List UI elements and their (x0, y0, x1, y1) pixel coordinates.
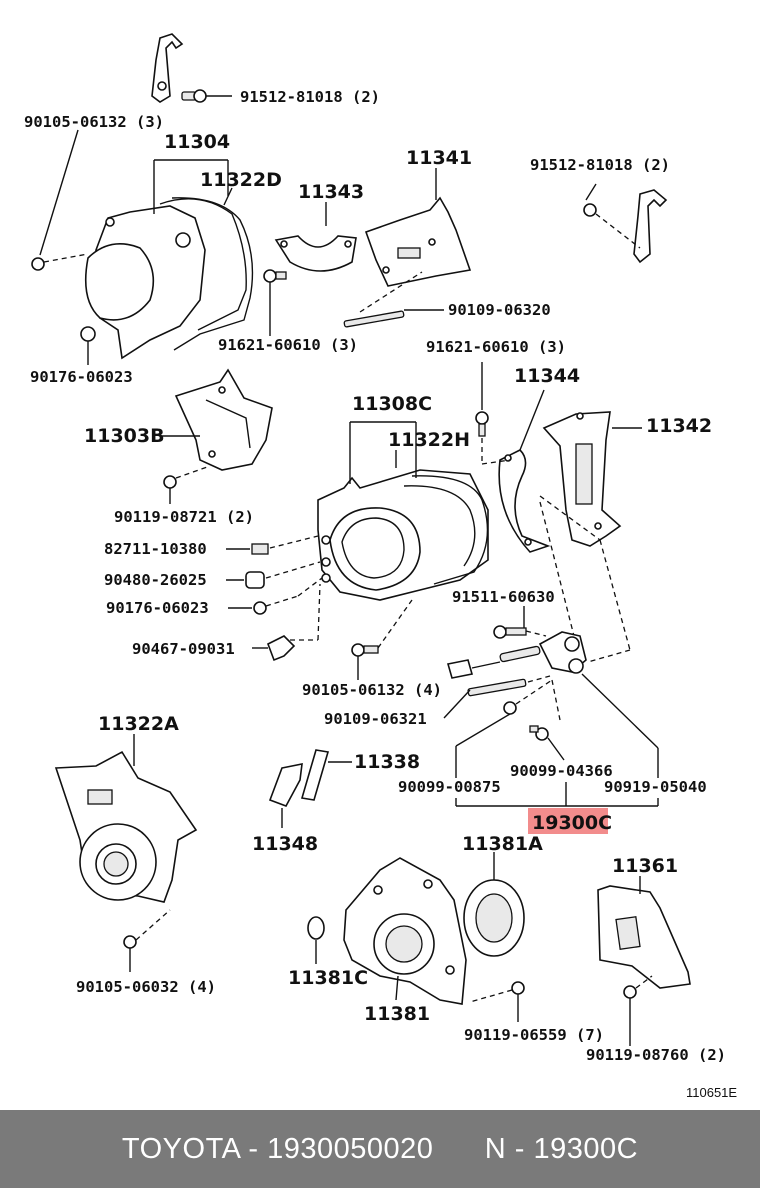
parts-diagram: 91512-81018 (2) 90105-06132 (3) 11304 11… (24, 33, 737, 1100)
clip-82711-10380 (226, 535, 319, 555)
bolt-91511-60630 (493, 606, 547, 639)
oring-11381C (307, 916, 325, 940)
bolt-90119-08721 (163, 465, 211, 504)
bracket-11342 (542, 411, 622, 547)
bolt-90105-06132-a (31, 253, 89, 271)
label-91621-60610-b: 91621-60610 (3) (426, 338, 566, 356)
label-90109-06320: 90109-06320 (448, 301, 551, 319)
label-11303B: 11303B (84, 425, 165, 447)
label-11322H: 11322H (388, 429, 470, 451)
label-11341: 11341 (406, 147, 472, 169)
label-11361: 11361 (612, 855, 678, 877)
grommet-90480-26025 (226, 561, 321, 589)
timing-cover-11308C (317, 469, 489, 601)
bolt-91512-81018-b (583, 203, 641, 249)
label-90099-00875: 90099-00875 (398, 778, 501, 796)
label-90119-08760: 90119-08760 (2) (586, 1046, 726, 1064)
bolt-90105-06132-b (351, 599, 413, 680)
bolt-90105-06032 (123, 909, 171, 972)
bolt-90119-06559 (469, 981, 525, 1022)
label-91511-60630: 91511-60630 (452, 588, 555, 606)
clip-90467-09031 (252, 583, 321, 662)
label-11338: 11338 (354, 751, 420, 773)
hanger-bracket-top (151, 33, 184, 103)
cover-11303B (174, 368, 273, 471)
label-90176-06023-b: 90176-06023 (106, 599, 209, 617)
label-90119-08721: 90119-08721 (2) (114, 508, 254, 526)
bracket-11341 (364, 196, 472, 287)
label-11344: 11344 (514, 365, 580, 387)
bolt-90099-04366 (529, 725, 565, 761)
bolt-90119-08760 (623, 975, 653, 1046)
nut-90176-06023-a (80, 326, 96, 342)
label-91512-81018-a: 91512-81018 (2) (240, 88, 380, 106)
label-90467-09031: 90467-09031 (132, 640, 235, 658)
label-11342: 11342 (646, 415, 712, 437)
label-11308C: 11308C (352, 393, 432, 415)
footer-bar: TOYOTA - 1930050020 N - 19300C (0, 1110, 760, 1188)
label-11381C: 11381C (288, 967, 368, 989)
label-90105-06032: 90105-06032 (4) (76, 978, 216, 996)
label-90119-06559: 90119-06559 (7) (464, 1026, 604, 1044)
label-91621-60610-a: 91621-60610 (3) (218, 336, 358, 354)
label-90105-06132-3: 90105-06132 (3) (24, 113, 164, 131)
plate-11322A (54, 750, 198, 903)
label-90480-26025: 90480-26025 (104, 571, 207, 589)
bolt-90099-00875 (503, 679, 561, 721)
bolt-90109-06321 (443, 675, 551, 719)
housing-11381 (343, 857, 467, 1005)
plate-11361 (597, 885, 691, 989)
bracket-right-top (633, 189, 668, 264)
gasket-11322D (171, 197, 254, 351)
label-90099-04366: 90099-04366 (510, 762, 613, 780)
bracket-11344 (498, 449, 551, 553)
part-11348 (268, 762, 303, 807)
timing-cover-11304 (84, 198, 247, 360)
seal-11381A (463, 879, 525, 957)
sheet-id: 110651E (686, 1085, 737, 1100)
label-91512-81018-b: 91512-81018 (2) (530, 156, 670, 174)
label-11348: 11348 (252, 833, 318, 855)
bolt-90109-06320 (343, 271, 423, 328)
label-11381A: 11381A (462, 833, 543, 855)
label-11322D: 11322D (200, 169, 282, 191)
label-90105-06132-4: 90105-06132 (4) (302, 681, 442, 699)
bolt-91512-81018-a (181, 89, 207, 103)
bracket-11343 (274, 235, 357, 272)
sensor-assembly-19300C (446, 631, 587, 679)
highlight-19300C (528, 808, 608, 834)
label-11343: 11343 (298, 181, 364, 203)
nut-90176-06023-b (228, 577, 323, 615)
footer-text: TOYOTA - 1930050020 N - 19300C (121, 1132, 639, 1165)
bolt-91621-60610-b (475, 362, 511, 465)
label-90109-06321: 90109-06321 (324, 710, 427, 728)
label-11381: 11381 (364, 1003, 430, 1025)
label-19300C: 19300C (532, 812, 612, 834)
part-11338 (300, 749, 330, 801)
label-90919-05040: 90919-05040 (604, 778, 707, 796)
label-11322A: 11322A (98, 713, 179, 735)
label-82711-10380: 82711-10380 (104, 540, 207, 558)
bolt-91621-60610-a (263, 269, 287, 336)
seal-11322H (403, 475, 489, 585)
label-11304: 11304 (164, 131, 230, 153)
label-90176-06023-a: 90176-06023 (30, 368, 133, 386)
